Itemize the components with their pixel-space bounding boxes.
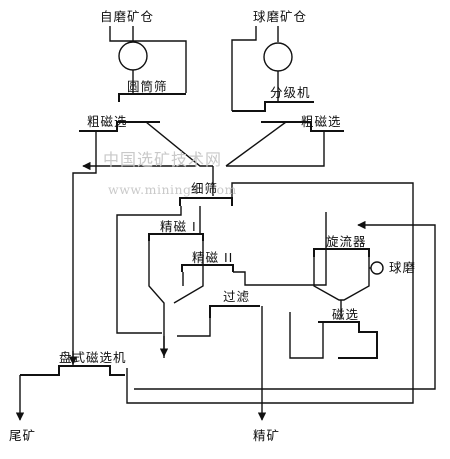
ball-mill-circle-top [263, 42, 293, 72]
rough-magnetic-left-deck [79, 121, 160, 132]
trommel-screen-deck [118, 93, 186, 102]
label-tailings: 尾矿 [9, 428, 37, 443]
watermark-url: www.mining1 .com [108, 182, 237, 197]
label-autogenous-mill-bin: 自磨矿仓 [100, 9, 155, 24]
label-fine-screen: 细筛 [191, 181, 219, 196]
regrind-stage [134, 220, 436, 390]
watermark-cn: 中国选矿技术网 [103, 150, 223, 169]
autogenous-mill-circle [118, 41, 148, 71]
left-tailings-line [72, 131, 97, 366]
hydrocyclone-body [313, 257, 370, 301]
mill-return-line [109, 26, 187, 93]
regrind-ball-mill-circle [370, 261, 384, 275]
right-tailings-line [226, 131, 325, 167]
label-rough-magnetic-right: 粗磁选 [301, 114, 342, 129]
clean-magnetic-2-deck [181, 264, 234, 272]
label-disc-magnetic-separator: 盘式磁选机 [59, 350, 127, 365]
filtrate-line [177, 318, 211, 337]
label-clean-magnetic-1: 精磁 I [160, 219, 197, 234]
left-concentrate-chute [145, 121, 213, 167]
label-ball-mill: 球磨 [389, 260, 417, 275]
ball-mill-circuit [231, 26, 314, 112]
cyclone-feed-loop [134, 220, 436, 390]
label-classifier: 分级机 [270, 85, 311, 100]
classifier-deck [232, 101, 314, 112]
filtration-deck [209, 305, 260, 318]
label-clean-magnetic-2: 精磁 II [192, 250, 234, 265]
label-filtration: 过滤 [223, 289, 251, 304]
oversize-return-loop [126, 182, 414, 404]
fine-screen-undersize-left [116, 206, 182, 334]
right-concentrate-chute [225, 121, 287, 167]
clean-magnetic-1-deck [148, 233, 204, 241]
label-hydrocyclone: 旋流器 [326, 234, 367, 249]
clean-magnetic-1-right [173, 241, 204, 304]
label-magnetic-separation: 磁选 [332, 307, 360, 322]
fine-screen-deck [179, 197, 233, 206]
rough-magnetic-separators [72, 121, 344, 366]
hydrocyclone-top [313, 248, 370, 257]
label-rough-magnetic-left: 粗磁选 [87, 114, 128, 129]
label-ball-mill-bin: 球磨矿仓 [253, 9, 308, 24]
label-trommel-screen: 圆筒筛 [127, 79, 168, 94]
disc-separator-stage [15, 351, 125, 421]
filtration-stage [177, 305, 267, 421]
clean-magnetic-1-body [148, 241, 165, 358]
magnetic-separation-tails [289, 312, 324, 359]
label-concentrate: 精矿 [253, 428, 281, 443]
fine-screen-stage [116, 182, 414, 404]
clean2-middlings-line [233, 212, 327, 286]
magnetic-separation-deck [318, 321, 378, 359]
disc-separator-deck [20, 365, 125, 376]
autogenous-mill-circuit [109, 26, 187, 102]
cleaner-magnetic-stage [148, 212, 327, 358]
classifier-return-line [231, 26, 257, 111]
